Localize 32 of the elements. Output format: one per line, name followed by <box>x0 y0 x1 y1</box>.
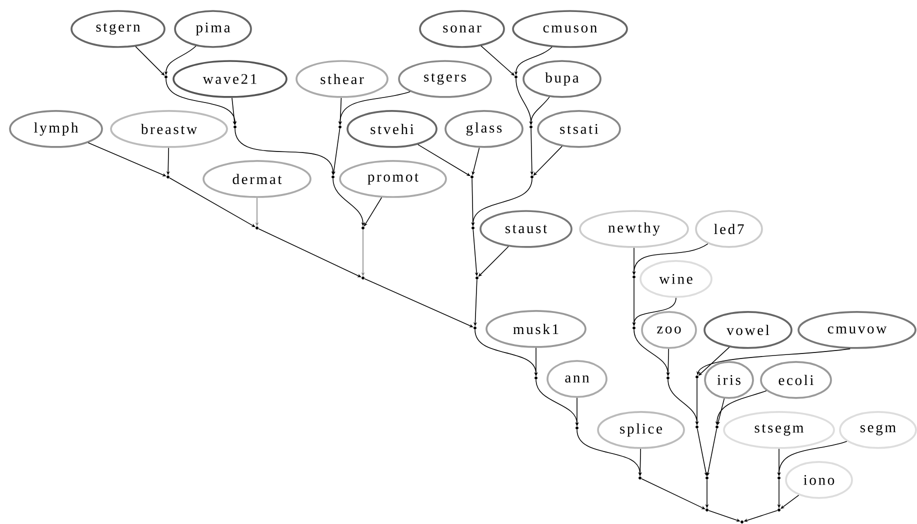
junction-point <box>632 326 636 330</box>
junction-point <box>476 276 478 280</box>
junction-point <box>234 126 236 128</box>
junction-point <box>706 508 708 512</box>
junction-point <box>474 326 476 330</box>
junction-point <box>338 126 342 128</box>
junction-point <box>696 376 698 378</box>
junction-point <box>332 176 334 178</box>
junction-point <box>362 226 364 230</box>
junction-point <box>696 426 698 428</box>
junction-point <box>534 376 538 380</box>
junction-point <box>472 226 474 230</box>
junction-point <box>740 520 744 524</box>
junction-point <box>514 76 518 78</box>
junction-point <box>256 226 258 230</box>
arrow <box>169 177 256 228</box>
junction-point <box>666 376 670 380</box>
junction-point <box>530 176 534 178</box>
junction-point <box>706 476 708 480</box>
junction-point <box>362 276 364 280</box>
arrow <box>258 228 362 278</box>
junction-point <box>576 426 578 430</box>
junction-point <box>530 126 532 128</box>
junction-point <box>470 176 474 178</box>
junction-point <box>632 276 636 278</box>
junction-point <box>778 476 780 480</box>
arrow <box>641 478 706 510</box>
junction-point <box>166 176 170 178</box>
junction-point <box>716 426 718 428</box>
junction-point <box>778 508 780 512</box>
junction-point <box>638 476 642 480</box>
junction-point <box>164 76 168 78</box>
